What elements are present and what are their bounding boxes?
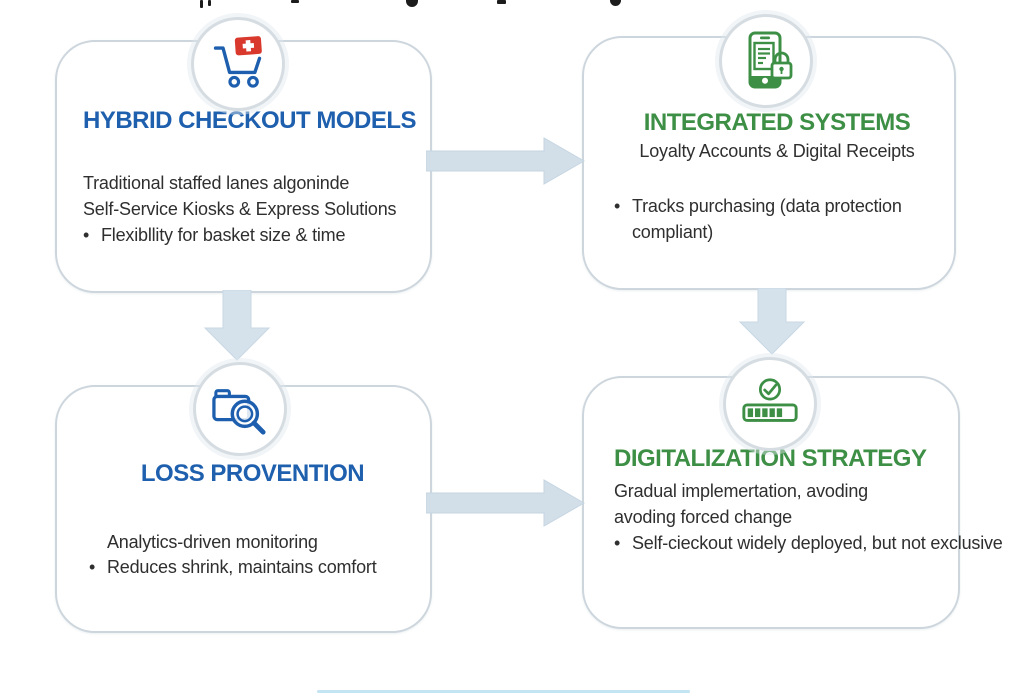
checkmark-progress-bar-icon xyxy=(742,378,798,422)
card-bullet: • Self-cieckout widely deployed, but not… xyxy=(614,531,1003,556)
cropped-text-fragment xyxy=(497,0,506,4)
bullet-text: Reduces shrink, maintains comfort xyxy=(107,557,377,578)
arrow-top-left-to-top-right xyxy=(426,137,586,185)
camera-magnifier-icon xyxy=(212,389,266,435)
cropped-text-fragment xyxy=(610,0,621,6)
icon-badge-digitalization-strategy xyxy=(723,357,817,451)
bullet-glyph: • xyxy=(89,557,96,578)
bullet-glyph: • xyxy=(83,224,90,245)
card-text-line: Gradual implemertation, avoding xyxy=(614,481,868,502)
bullet-text: Flexibllity for basket size & time xyxy=(101,224,346,245)
cropped-bottom-element xyxy=(317,690,690,693)
arrow-top-right-to-bottom-right xyxy=(738,288,806,355)
card-title: LOSS PROVENTION xyxy=(140,460,365,487)
arrow-top-left-to-bottom-left xyxy=(203,290,271,361)
card-bullet: • Reduces shrink, maintains comfort xyxy=(89,555,416,580)
card-text-line: avoding forced change xyxy=(614,507,792,528)
phone-receipt-lock-icon xyxy=(748,31,793,89)
card-text-line: Traditional staffed lanes algoninde xyxy=(83,173,350,194)
card-title: INTEGRATED SYSTEMS xyxy=(643,109,911,136)
arrow-bottom-left-to-bottom-right xyxy=(426,479,586,527)
card-title: HYBRID CHECKOUT MODELS xyxy=(83,107,417,134)
icon-badge-integrated-systems xyxy=(719,14,813,108)
card-title: DIGITALIZATION STRATEGY xyxy=(614,445,927,472)
cropped-text-fragment xyxy=(291,0,299,3)
bullet-glyph: • xyxy=(614,532,621,553)
bullet-glyph: • xyxy=(614,196,621,217)
bullet-text: Tracks purchasing (data protection compl… xyxy=(632,196,902,242)
card-bullet: • Tracks purchasing (data protection com… xyxy=(614,194,934,244)
bullet-text: Self-cieckout widely deployed, but not e… xyxy=(632,532,1003,553)
cropped-text-fragment xyxy=(406,0,418,7)
card-bullet: • Flexibllity for basket size & time xyxy=(83,223,414,248)
card-text-line: Self-Service Kiosks & Express Solutions xyxy=(83,199,397,220)
cropped-text-fragment xyxy=(200,0,203,8)
shopping-cart-swiss-cross-icon xyxy=(213,36,262,88)
card-text-line: Analytics-driven monitoring xyxy=(107,532,318,553)
card-subtitle: Loyalty Accounts & Digital Receipts xyxy=(639,141,915,162)
cropped-text-fragment xyxy=(208,0,211,6)
icon-badge-loss-provention xyxy=(193,362,287,456)
icon-badge-hybrid-checkout xyxy=(191,17,285,111)
